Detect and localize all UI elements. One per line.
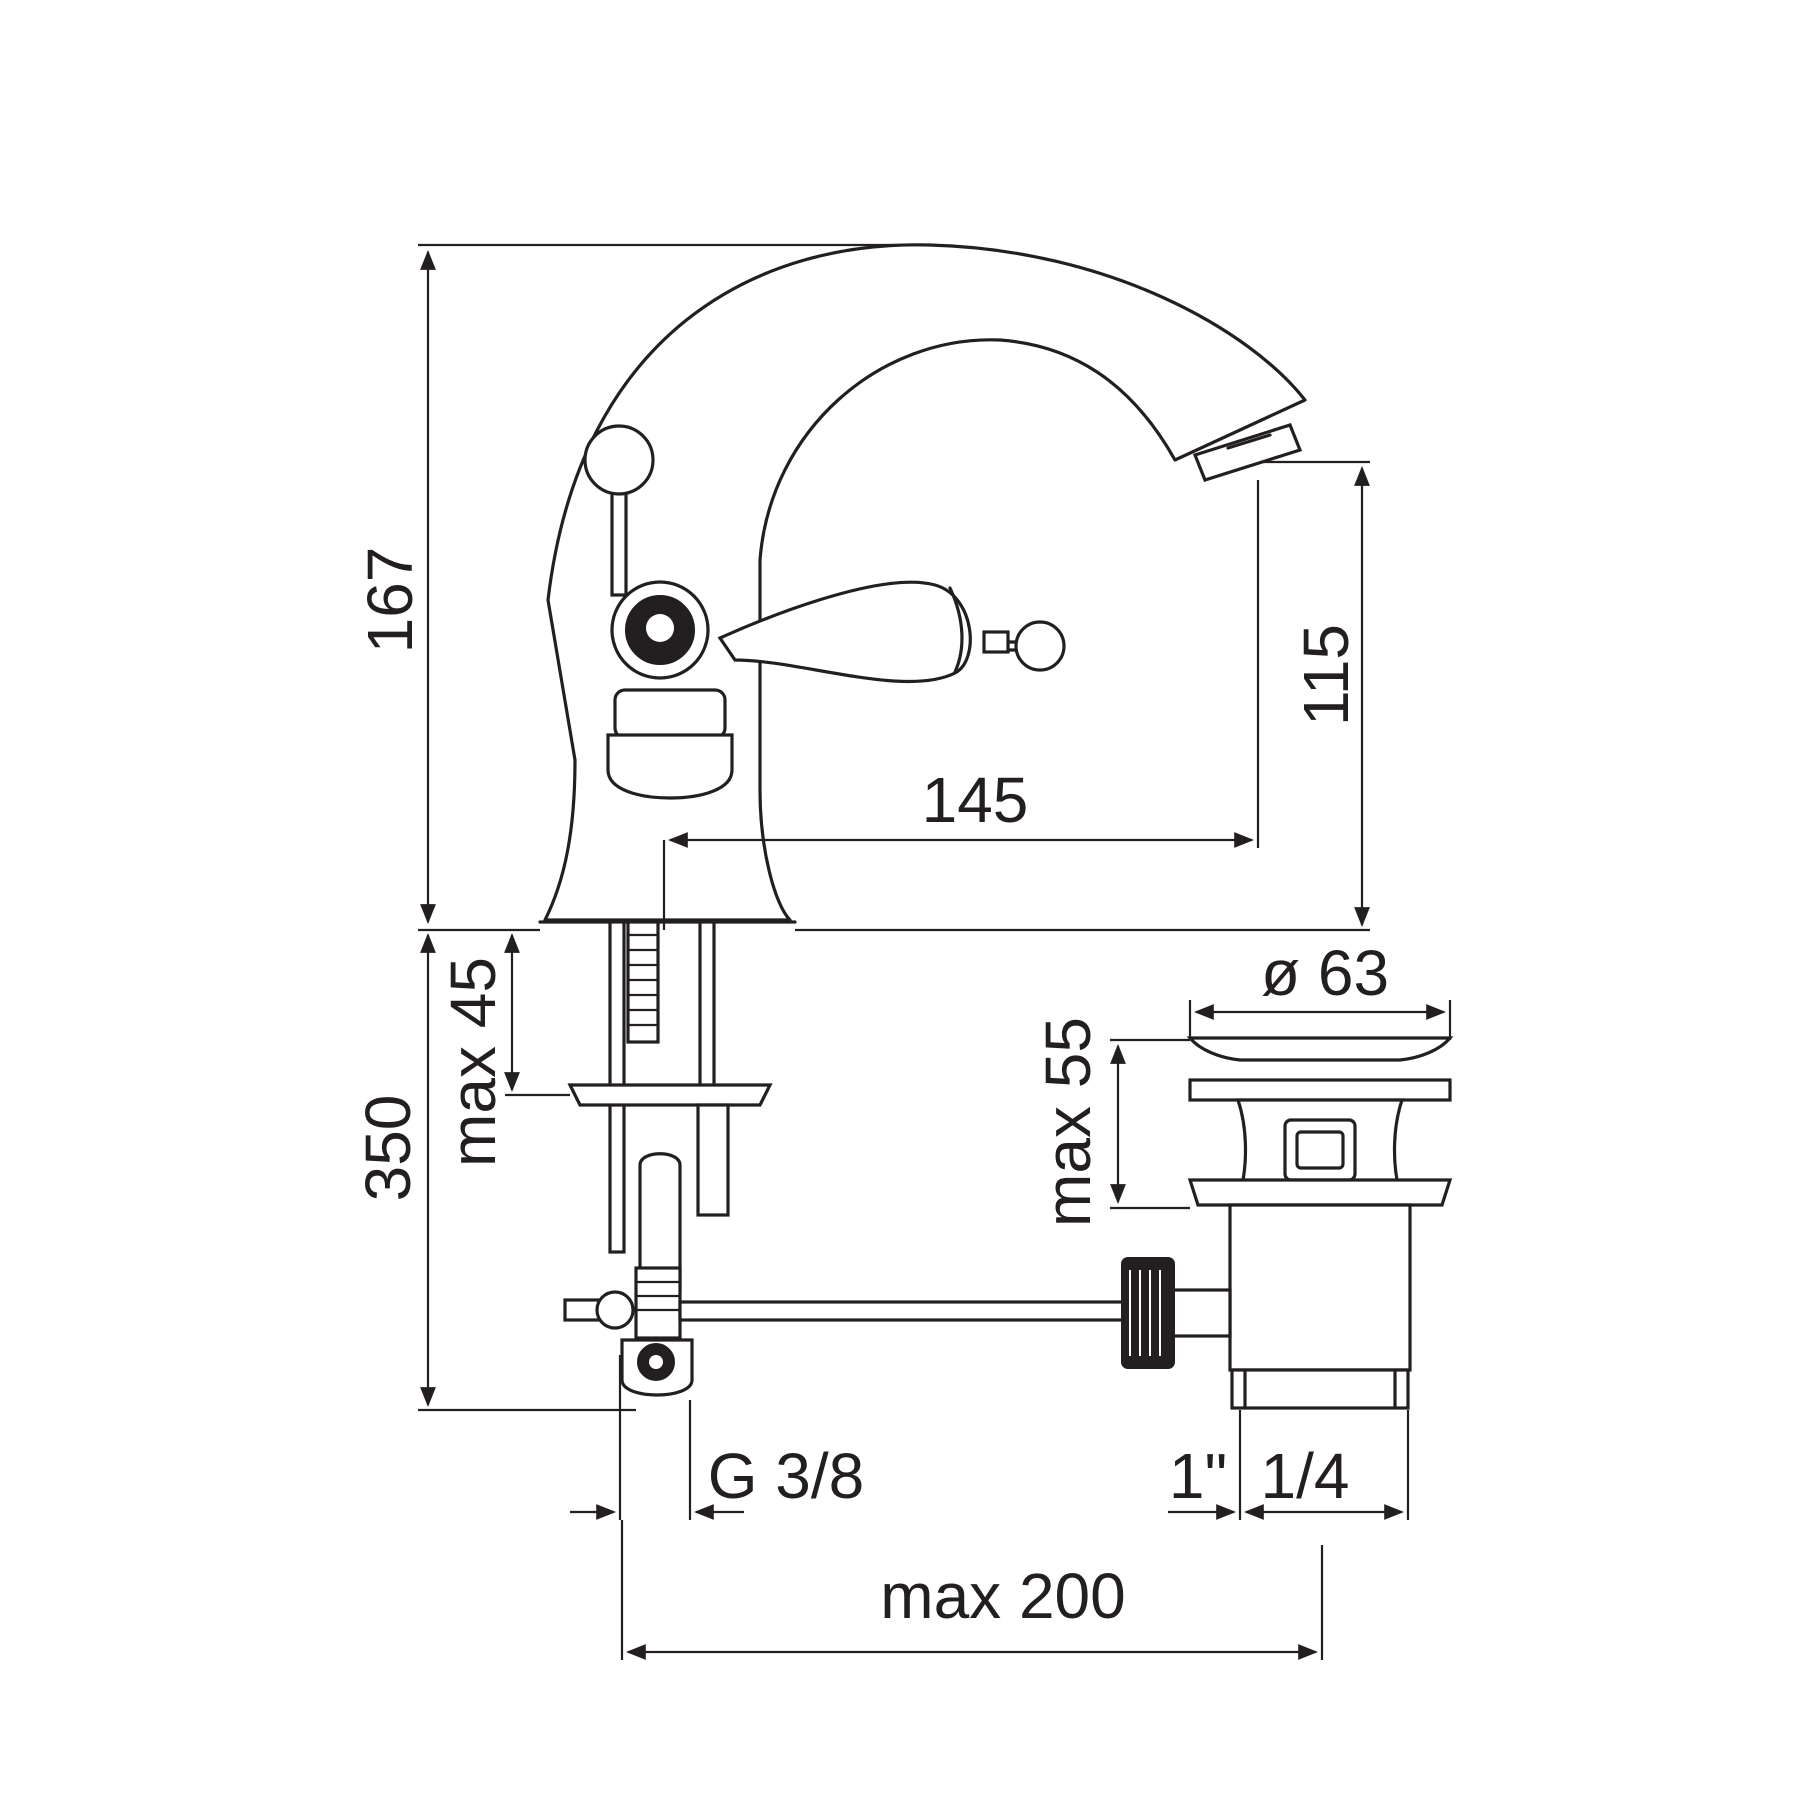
drain-cap	[1186, 1036, 1454, 1062]
popup-knob	[583, 424, 655, 496]
lever-handle	[717, 580, 1066, 684]
label-max-45: max 45	[437, 957, 509, 1167]
cartridge-hub	[606, 580, 734, 800]
faucet-body	[538, 243, 1307, 924]
label-max-200: max 200	[880, 1560, 1125, 1632]
pull-rod	[678, 1300, 1127, 1322]
label-g-3-8: G 3/8	[708, 1440, 865, 1512]
knurled-nut	[1121, 1257, 1175, 1369]
aerator	[1192, 423, 1303, 482]
popup-rod	[583, 424, 655, 597]
label-115: 115	[1290, 624, 1362, 726]
label-max-55: max 55	[1032, 1017, 1104, 1227]
label-167: 167	[354, 547, 426, 654]
label-1-4: 1/4	[1261, 1440, 1350, 1512]
dimension-lines	[418, 243, 1452, 1660]
label-350: 350	[352, 1095, 424, 1202]
supply-fittings	[563, 920, 1127, 1397]
label-diameter-63: ø 63	[1261, 937, 1389, 1009]
label-1-inch: 1"	[1169, 1440, 1227, 1512]
spout-outer	[543, 243, 1307, 922]
rod-clamp	[563, 1266, 694, 1397]
popup-drain	[1121, 1036, 1454, 1410]
dimension-labels: 167 115 145 ø 63 max 45 350 max 55 G 3/8…	[352, 547, 1389, 1632]
aerator-detail	[1226, 433, 1272, 450]
fixing-nut	[567, 1083, 773, 1107]
label-145: 145	[922, 764, 1029, 836]
